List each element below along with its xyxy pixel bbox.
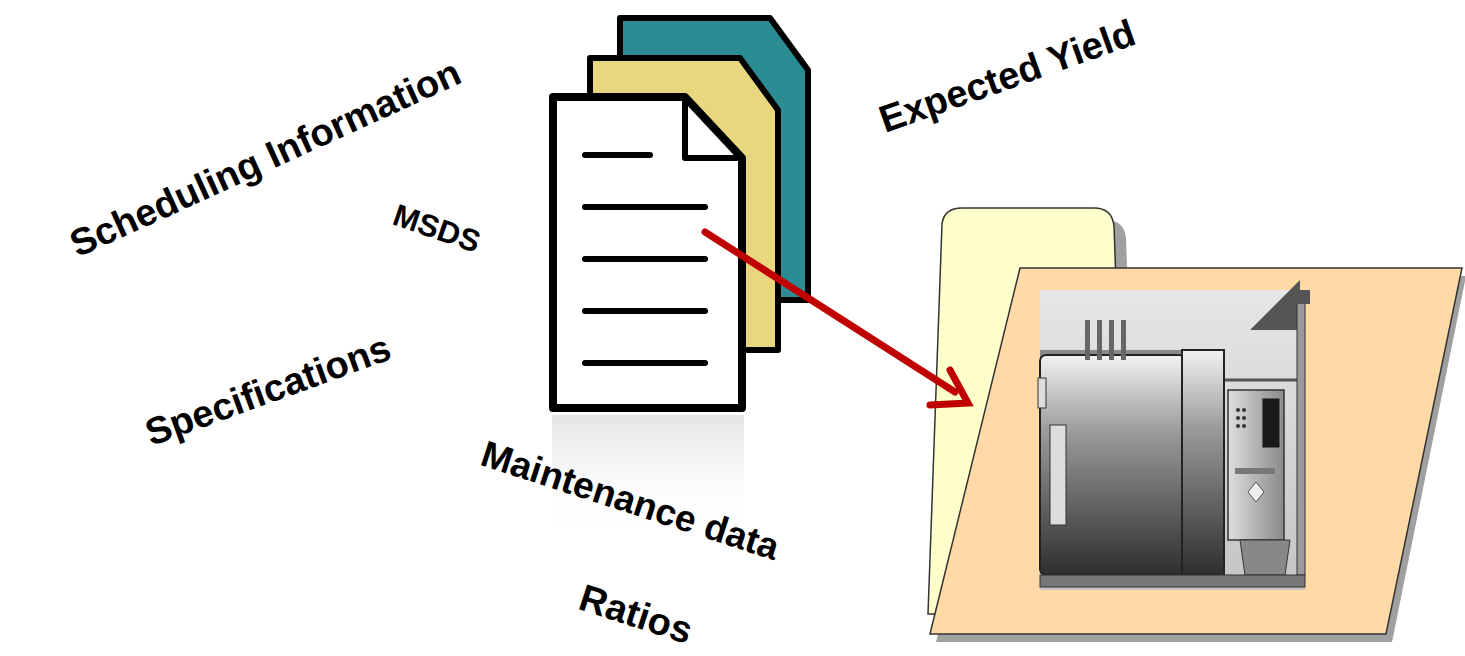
machine-illustration [1038,280,1310,590]
folder-front [930,268,1462,634]
rotated-label: MSDS [390,199,485,257]
flow-arrow [705,232,968,405]
document-front [553,97,742,408]
rotated-label: Ratios [575,578,697,650]
rotated-label: Specifications [140,328,395,452]
document-stack [553,18,808,408]
page-fold [685,97,742,158]
folder [928,208,1465,642]
rotated-label: Expected Yield [874,13,1140,138]
text-lines [585,155,705,363]
